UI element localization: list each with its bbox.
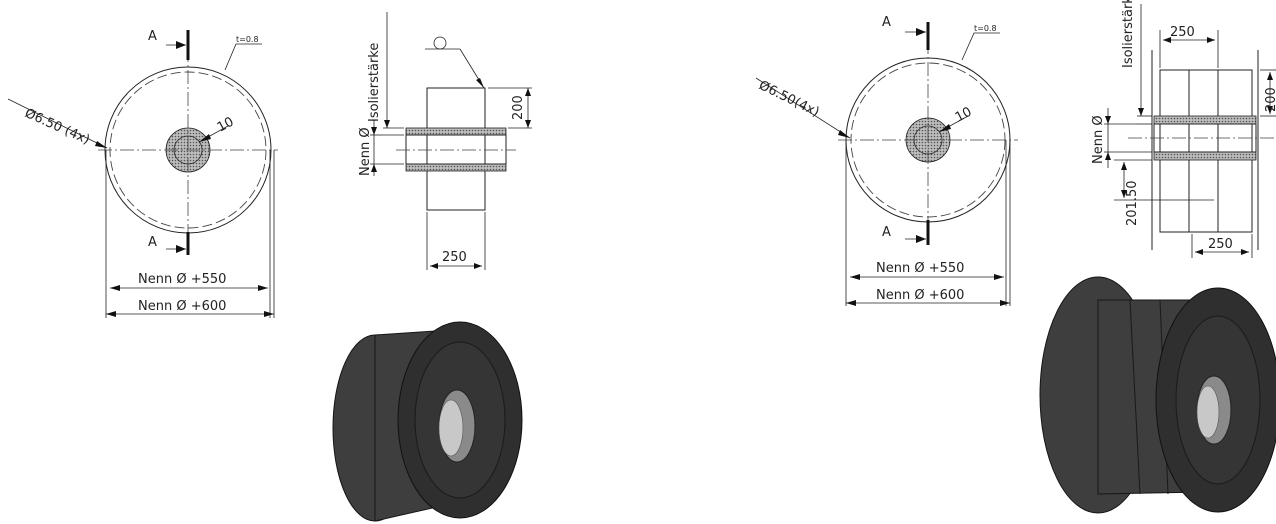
right-3d-model	[1039, 276, 1276, 514]
right-thickness-note: t=0.8	[974, 24, 997, 33]
right-side-height-dim: 200	[1264, 87, 1276, 112]
left-thickness-note: t=0.8	[236, 35, 259, 44]
right-inner-radius-note: 10	[953, 105, 975, 126]
right-side-top-width-dim: 250	[1170, 25, 1195, 40]
left-hole-note: Ø6.50 (4x)	[22, 106, 92, 148]
right-dim-outer: Nenn Ø +600	[876, 288, 964, 303]
right-hole-note: Ø6.50(4x)	[756, 78, 821, 120]
left-dim-outer: Nenn Ø +600	[138, 299, 226, 314]
right-side-insulation-bottom	[1153, 151, 1257, 161]
left-side-insulation-bottom	[405, 163, 507, 172]
left-dim-inner: Nenn Ø +550	[138, 272, 226, 287]
left-side-width-dim: 250	[442, 250, 467, 265]
left-side-flange	[426, 87, 486, 211]
right-front-view: A A t=0.8 Ø6.50(4x) 10 Nenn Ø +550 Nenn …	[755, 15, 1018, 306]
right-side-section: Isolierstärke Nenn Ø 250 200 201.50	[1091, 0, 1276, 258]
left-weld-symbol	[433, 36, 447, 50]
left-side-insulation-top	[405, 127, 507, 136]
left-section-label-bottom: A	[148, 235, 157, 250]
right-section-label-top: A	[882, 15, 891, 30]
left-side-insulation-label: Isolierstärke	[367, 43, 382, 122]
left-inner-radius-note: 10	[215, 115, 237, 136]
right-side-body	[1159, 69, 1253, 233]
right-side-offset-dim: 201.50	[1125, 181, 1140, 227]
right-side-insulation-label: Isolierstärke	[1121, 0, 1136, 68]
right-side-bottom-width-dim: 250	[1208, 237, 1233, 252]
right-dim-inner: Nenn Ø +550	[876, 261, 964, 276]
left-front-view: A A t=0.8 Ø6.50 (4x) 10 Nenn Ø +550 Nenn…	[7, 29, 278, 318]
left-section-label-top: A	[148, 29, 157, 44]
left-3d-model	[332, 321, 523, 522]
right-side-insulation-top	[1153, 115, 1257, 125]
left-side-height-dim: 200	[511, 95, 526, 120]
right-section-label-bottom: A	[882, 225, 891, 240]
left-side-nominal-label: Nenn Ø	[358, 127, 373, 176]
left-side-section: Isolierstärke Nenn Ø 200 250	[358, 12, 532, 270]
right-side-nominal-label: Nenn Ø	[1091, 115, 1106, 164]
